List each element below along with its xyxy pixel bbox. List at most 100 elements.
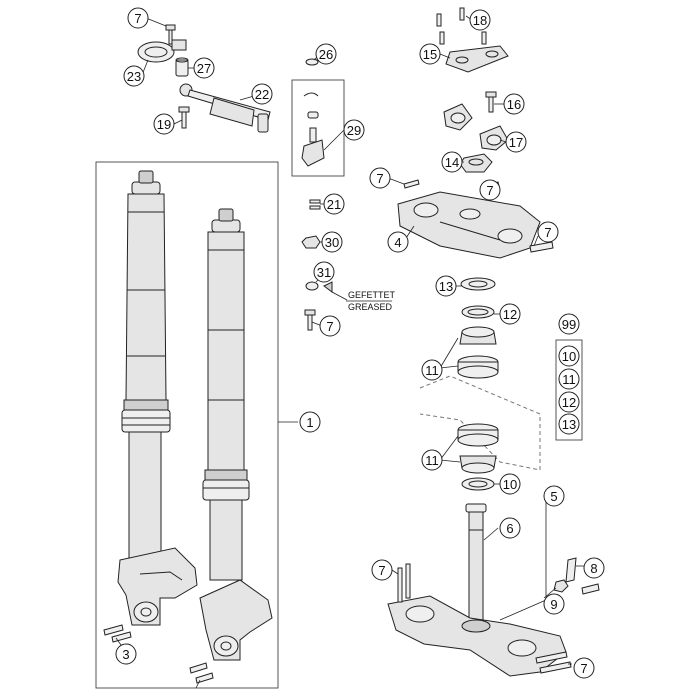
svg-text:99: 99 <box>562 317 576 332</box>
svg-text:3: 3 <box>122 647 129 662</box>
nut-9 <box>553 579 569 593</box>
screws-7-lower-right <box>535 651 572 674</box>
callout-7-b: 7 <box>319 315 341 337</box>
svg-text:16: 16 <box>507 97 521 112</box>
callout-7-g: 7 <box>573 657 595 679</box>
svg-text:8: 8 <box>590 561 597 576</box>
fork-leg-left <box>117 170 198 626</box>
callout-13-a: 13 <box>435 275 457 297</box>
leader-lines <box>115 15 584 689</box>
callout-4: 4 <box>387 231 409 253</box>
screws-7-lower-left <box>397 563 411 603</box>
fork-group-frame <box>95 161 279 689</box>
callout-12-b: 12 <box>558 391 580 413</box>
damper-bracket-29 <box>301 92 325 167</box>
damper-bracket-group-29 <box>291 79 345 177</box>
callout-23: 23 <box>123 65 145 87</box>
screw-19 <box>178 106 190 129</box>
svg-text:7: 7 <box>486 183 493 198</box>
svg-text:31: 31 <box>317 265 331 280</box>
screw-7-upper-c <box>529 241 554 253</box>
callout-9: 9 <box>543 593 565 615</box>
bearing-11-upper <box>459 326 497 345</box>
svg-text:11: 11 <box>425 363 439 378</box>
race-11-upper <box>457 355 499 379</box>
grease-note-leader <box>331 291 348 301</box>
screw-7-top <box>165 24 176 45</box>
svg-text:7: 7 <box>326 319 333 334</box>
handlebar-clamp-lower-left <box>443 103 473 131</box>
callout-10-b: 10 <box>558 345 580 367</box>
svg-text:22: 22 <box>255 87 269 102</box>
nut-30 <box>301 235 321 249</box>
callout-26: 26 <box>315 43 337 65</box>
callout-7-a: 7 <box>127 7 149 29</box>
svg-text:11: 11 <box>425 453 439 468</box>
svg-text:12: 12 <box>562 395 576 410</box>
seal-12 <box>461 305 495 319</box>
svg-text:13: 13 <box>562 417 576 432</box>
handlebar-clamp-17 <box>479 125 509 151</box>
callout-5: 5 <box>543 485 565 507</box>
callout-8: 8 <box>583 557 605 579</box>
callout-6: 6 <box>499 517 521 539</box>
washer-13 <box>460 277 496 291</box>
callout-11-a: 11 <box>421 359 443 381</box>
callout-7-f: 7 <box>371 559 393 581</box>
callout-10-a: 10 <box>499 473 521 495</box>
callout-12-a: 12 <box>499 303 521 325</box>
screws-18 <box>436 7 487 45</box>
steering-nut-14 <box>459 153 493 173</box>
svg-text:7: 7 <box>378 563 385 578</box>
bearing-11-lower <box>459 455 497 474</box>
svg-text:19: 19 <box>157 117 171 132</box>
callout-11-b: 11 <box>421 449 443 471</box>
race-11-lower <box>457 423 499 447</box>
seal-10 <box>461 477 495 491</box>
svg-text:7: 7 <box>580 661 587 676</box>
steering-damper-22 <box>179 83 271 133</box>
callout-18: 18 <box>469 9 491 31</box>
callout-7-d: 7 <box>479 179 501 201</box>
svg-text:9: 9 <box>550 597 557 612</box>
callout-99: 99 <box>558 313 580 335</box>
svg-text:26: 26 <box>319 47 333 62</box>
svg-text:17: 17 <box>509 135 523 150</box>
upper-triple-clamp-4 <box>397 191 541 259</box>
callout-17: 17 <box>505 131 527 153</box>
svg-text:1: 1 <box>306 415 313 430</box>
bushing-27 <box>175 57 189 77</box>
svg-text:14: 14 <box>445 155 459 170</box>
svg-text:21: 21 <box>327 197 341 212</box>
callout-21: 21 <box>323 193 345 215</box>
grease-note-en: GREASED <box>348 302 393 312</box>
svg-text:4: 4 <box>394 235 401 250</box>
lower-triple-clamp-5 <box>387 595 567 677</box>
pin-31 <box>305 281 333 293</box>
callout-7-c: 7 <box>369 167 391 189</box>
steering-damper-clamp-23 <box>137 39 187 63</box>
svg-text:6: 6 <box>506 521 513 536</box>
callout-14: 14 <box>441 151 463 173</box>
svg-text:5: 5 <box>550 489 557 504</box>
svg-text:7: 7 <box>544 225 551 240</box>
svg-text:7: 7 <box>376 171 383 186</box>
svg-text:15: 15 <box>423 47 437 62</box>
handlebar-clamp-15 <box>445 45 509 73</box>
screws-21 <box>309 199 321 210</box>
callout-7-e: 7 <box>537 221 559 243</box>
clamp-screws <box>103 624 214 684</box>
fork-leg-right <box>199 208 273 661</box>
callout-27: 27 <box>193 57 215 79</box>
svg-text:18: 18 <box>473 13 487 28</box>
callout-30: 30 <box>321 231 343 253</box>
svg-text:23: 23 <box>127 69 141 84</box>
svg-text:30: 30 <box>325 235 339 250</box>
callout-22: 22 <box>251 83 273 105</box>
screw-7-upper-a <box>403 179 420 189</box>
callout-15: 15 <box>419 43 441 65</box>
screw-7-center <box>304 309 316 331</box>
callout-16: 16 <box>503 93 525 115</box>
callout-29: 29 <box>343 119 365 141</box>
